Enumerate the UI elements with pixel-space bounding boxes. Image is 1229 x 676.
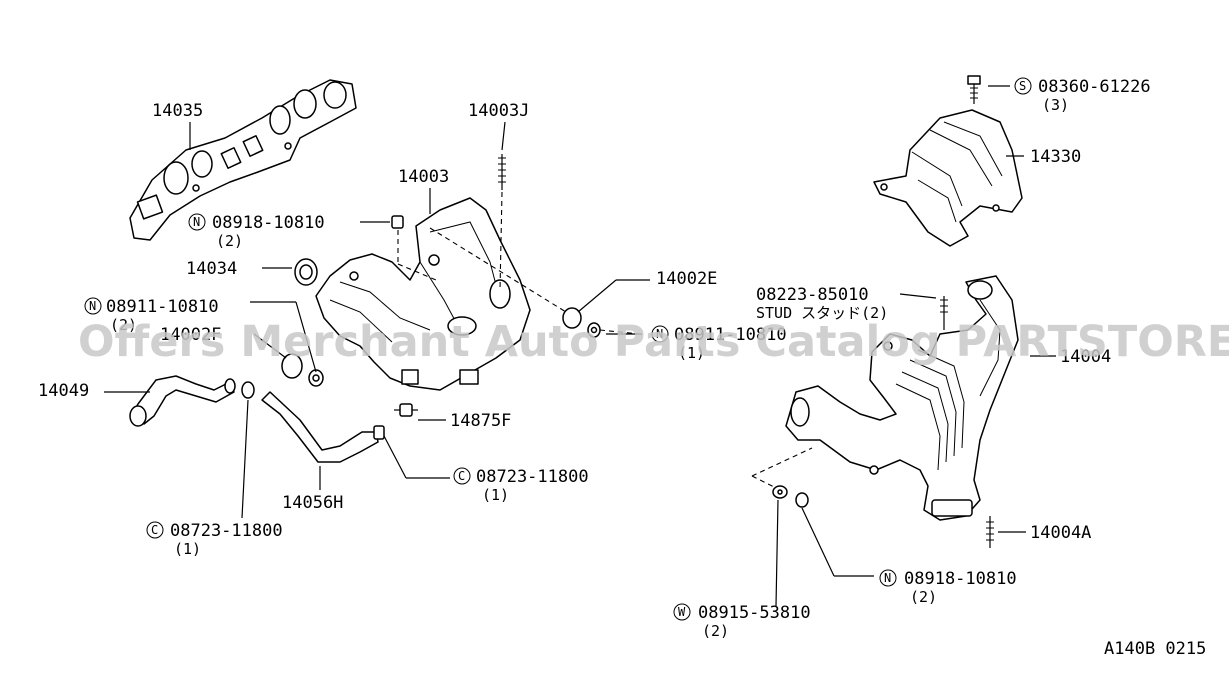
label-14875F: 14875F xyxy=(450,411,511,431)
qty-08360-61226: (3) xyxy=(1042,96,1069,114)
prefix-n1: N xyxy=(193,215,200,229)
label-14049: 14049 xyxy=(38,381,89,401)
prefix-n2: N xyxy=(89,299,96,313)
nut-08918-10810-lower[interactable] xyxy=(795,492,809,508)
prefix-circle-n2 xyxy=(84,297,102,315)
water-hose-14056H[interactable] xyxy=(261,391,379,463)
prefix-s1: S xyxy=(1019,79,1026,93)
label-14035: 14035 xyxy=(152,101,203,121)
label-08911-10810-right: 08911-10810 xyxy=(674,325,787,345)
bolt-08360-61226[interactable] xyxy=(967,75,981,104)
label-08918-10810-upper: 08918-10810 xyxy=(212,213,325,233)
heat-shield-14330[interactable] xyxy=(873,109,1023,247)
qty-08911-10810-right: (1) xyxy=(678,344,705,362)
bushing-14034[interactable] xyxy=(294,258,318,286)
qty-08918-10810-lower: (2) xyxy=(910,588,937,606)
label-08911-10810-left: 08911-10810 xyxy=(106,297,219,317)
bushing-14002E[interactable] xyxy=(562,307,582,329)
label-08723-11800-left: 08723-11800 xyxy=(170,521,283,541)
stud-14004A[interactable] xyxy=(986,516,994,548)
label-14004A: 14004A xyxy=(1030,523,1091,543)
prefix-circle-w1 xyxy=(673,603,691,621)
clamp-08723-11800-right[interactable] xyxy=(373,425,385,440)
label-14330: 14330 xyxy=(1030,147,1081,167)
prefix-circle-n4 xyxy=(879,569,897,587)
assembly-dash-lines xyxy=(397,191,813,489)
qty-08911-10810-left: (2) xyxy=(110,316,137,334)
prefix-n3: N xyxy=(656,327,663,341)
diagram-code: A140B 0215 xyxy=(1104,639,1206,659)
exhaust-gasket-14035[interactable] xyxy=(129,79,357,241)
qty-08915-53810: (2) xyxy=(702,622,729,640)
label-14003: 14003 xyxy=(398,167,449,187)
label-08918-10810-lower: 08918-10810 xyxy=(904,569,1017,589)
stud-08223-85010[interactable] xyxy=(940,296,948,330)
watermark: Offers Merchant Auto Parts Catalog PARTS… xyxy=(78,317,1229,367)
label-14004: 14004 xyxy=(1060,347,1111,367)
prefix-circle-c1 xyxy=(453,467,471,485)
washer-08915-53810[interactable] xyxy=(772,485,788,499)
prefix-circle-s1 xyxy=(1014,77,1032,95)
label-08915-53810: 08915-53810 xyxy=(698,603,811,623)
intake-manifold-14003[interactable] xyxy=(315,197,531,391)
nut-08911-10810-right[interactable] xyxy=(587,322,601,338)
nut-08918-10810-upper[interactable] xyxy=(391,215,404,229)
stud-14003J[interactable] xyxy=(498,154,506,190)
label-stud-qty: STUD スタッド(2) xyxy=(756,304,888,322)
bushing-14002F[interactable] xyxy=(281,353,303,379)
prefix-c2: C xyxy=(151,523,158,537)
prefix-n4: N xyxy=(884,571,891,585)
label-14003J: 14003J xyxy=(468,101,529,121)
prefix-w1: W xyxy=(678,605,686,619)
connector-14875F[interactable] xyxy=(394,403,418,417)
qty-08723-11800-right: (1) xyxy=(482,486,509,504)
clamp-08723-11800-left[interactable] xyxy=(241,381,255,399)
nut-08911-10810-left[interactable] xyxy=(308,369,324,387)
label-14002E: 14002E xyxy=(656,269,717,289)
label-08723-11800-right: 08723-11800 xyxy=(476,467,589,487)
qty-08723-11800-left: (1) xyxy=(174,540,201,558)
prefix-circle-c2 xyxy=(146,521,164,539)
prefix-circle-n3 xyxy=(651,325,669,343)
label-08360-61226: 08360-61226 xyxy=(1038,77,1151,97)
label-14056H: 14056H xyxy=(282,493,343,513)
exhaust-manifold-14004[interactable] xyxy=(785,275,1019,521)
leader-lines xyxy=(104,85,1056,607)
prefix-c1: C xyxy=(458,469,465,483)
label-14034: 14034 xyxy=(186,259,237,279)
qty-08918-10810-upper: (2) xyxy=(216,232,243,250)
prefix-circle-n1 xyxy=(188,213,206,231)
label-08223-85010: 08223-85010 xyxy=(756,285,869,305)
label-14002F: 14002F xyxy=(160,325,221,345)
water-hose-14049[interactable] xyxy=(129,375,236,427)
